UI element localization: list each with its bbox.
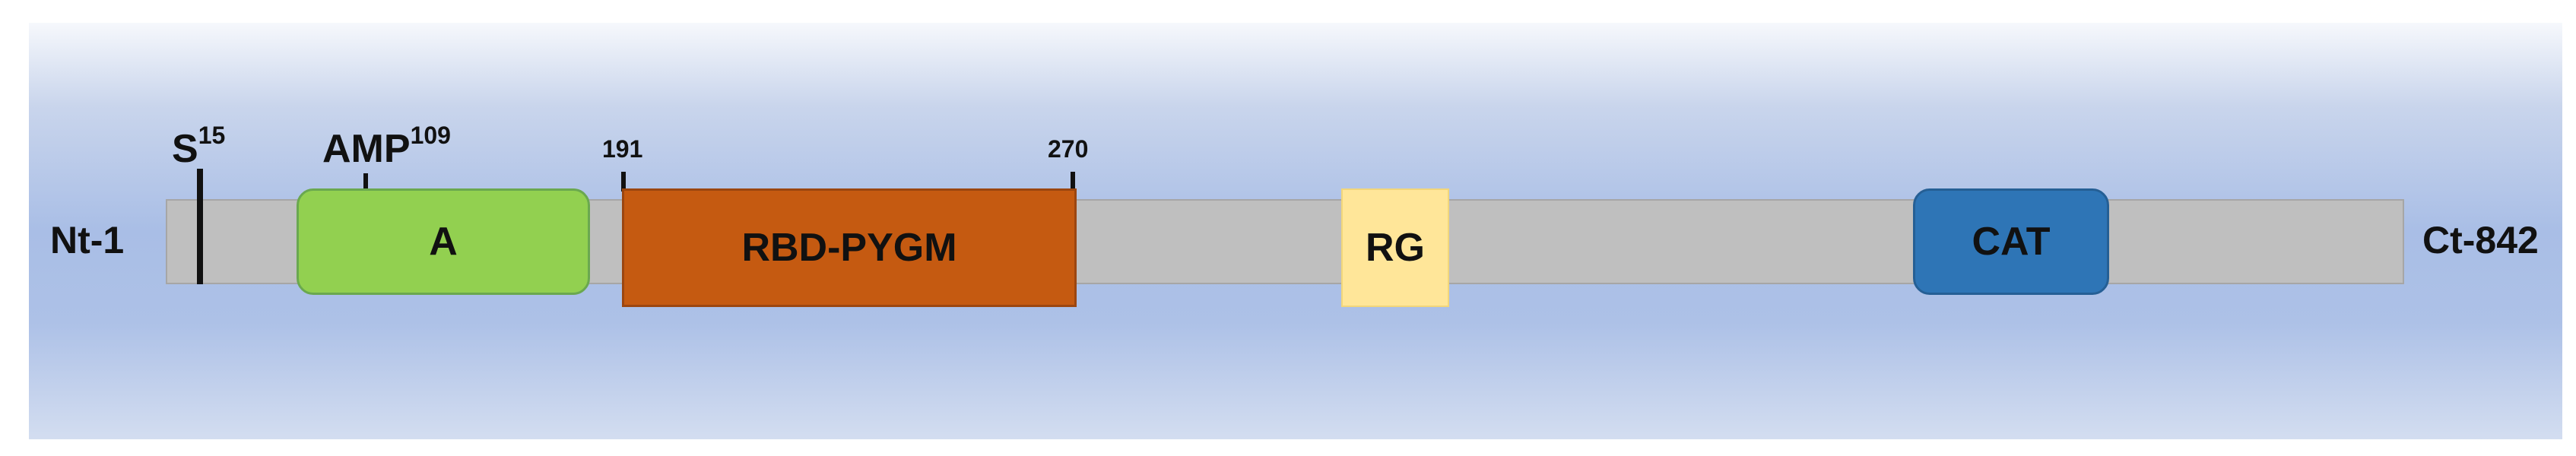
site-amp-name: AMP: [322, 127, 411, 171]
c-terminus-label: Ct-842: [2422, 219, 2539, 261]
site-amp-label: AMP109: [322, 122, 451, 172]
boundary-191-tick: [621, 172, 626, 192]
site-s-position: 15: [198, 122, 226, 149]
domain-cat: CAT: [1913, 188, 2109, 295]
boundary-270-label: 270: [1048, 135, 1089, 163]
boundary-191-label: 191: [602, 135, 643, 163]
domain-rg-label: RG: [1366, 226, 1425, 270]
site-s-name: S: [172, 127, 198, 171]
domain-a: A: [297, 188, 590, 295]
domain-rbd-pygm: RBD-PYGM: [622, 188, 1077, 307]
site-amp-tick: [363, 173, 368, 190]
n-terminus-label: Nt-1: [50, 219, 125, 261]
site-s-tick: [197, 169, 203, 284]
boundary-270-tick: [1071, 172, 1075, 192]
domain-cat-label: CAT: [1972, 220, 2051, 264]
domain-rbd-pygm-label: RBD-PYGM: [741, 226, 957, 270]
site-s-label: S15: [172, 122, 225, 172]
domain-rg: RG: [1341, 188, 1449, 307]
domain-a-label: A: [429, 220, 458, 264]
site-amp-position: 109: [410, 122, 451, 149]
